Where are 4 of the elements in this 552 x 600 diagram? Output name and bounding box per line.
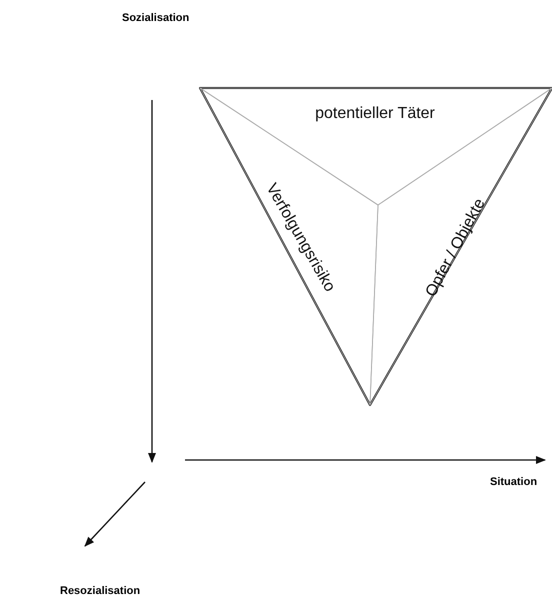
axis-label: Situation bbox=[490, 476, 538, 488]
segment-label: potentieller Täter bbox=[315, 105, 435, 123]
axis-label: Sozialisation bbox=[122, 12, 190, 24]
axis-label: Resozialisation bbox=[60, 585, 140, 597]
